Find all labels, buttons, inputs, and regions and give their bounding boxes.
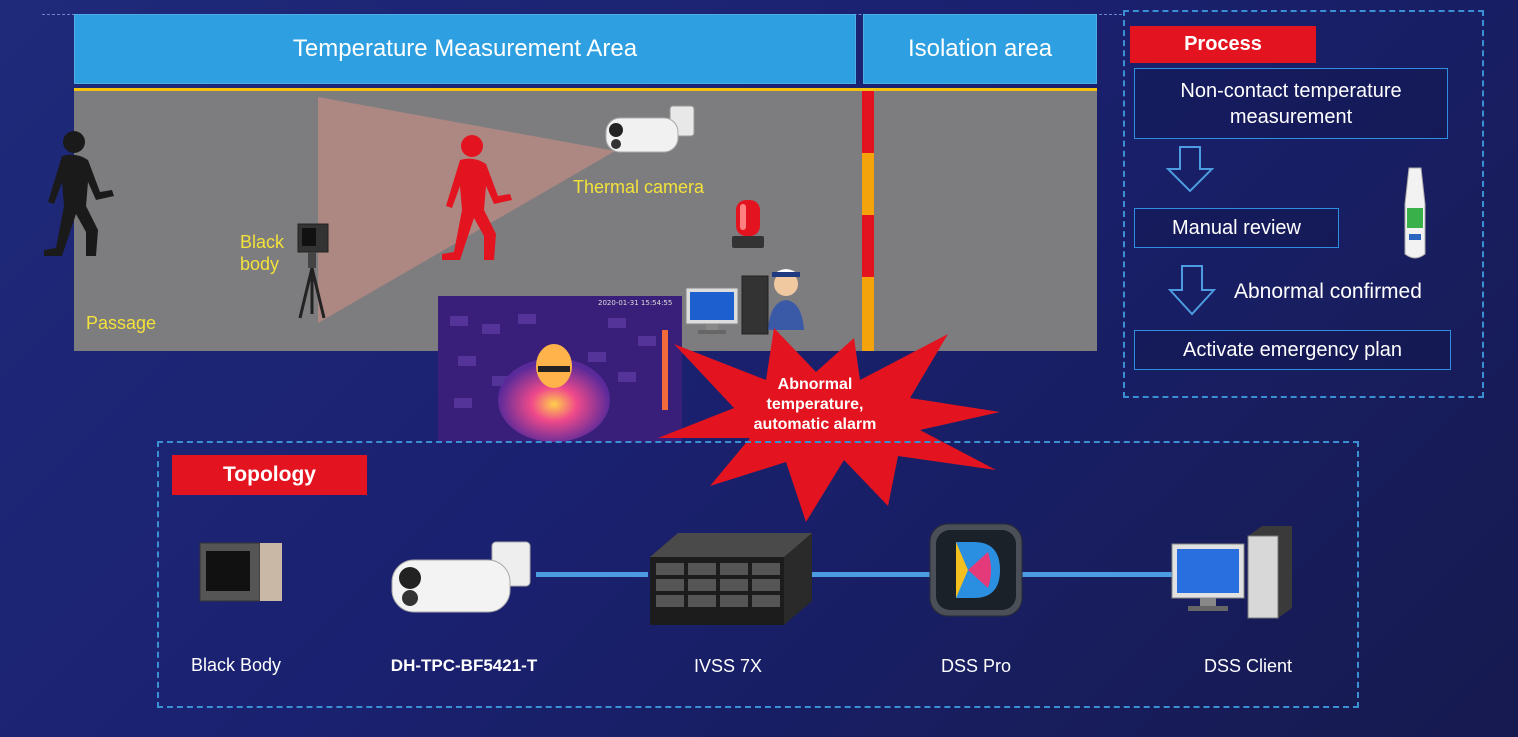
- temperature-area-header: Temperature Measurement Area: [74, 14, 856, 84]
- thermometer-icon: [1404, 167, 1426, 259]
- server-icon: [650, 533, 812, 625]
- computer-icon: [1171, 526, 1292, 619]
- topology-label-black-body: Black Body: [190, 655, 282, 675]
- walking-person-icon: [44, 131, 114, 256]
- black-body-device-icon: [297, 223, 329, 319]
- passage-label: Passage: [86, 313, 157, 333]
- alarm-text: Abnormal temperature, automatic alarm: [753, 376, 877, 433]
- thermal-image: 2020-01-31 15:54:55: [438, 296, 682, 442]
- thermal-timestamp: 2020-01-31 15:54:55: [598, 299, 672, 307]
- process-tag: Process: [1130, 26, 1316, 63]
- process-step-emergency-plan: Activate emergency plan: [1134, 330, 1451, 370]
- alarm-light-icon: [732, 200, 764, 248]
- dss-pro-app-icon: [929, 523, 1023, 617]
- process-panel: [1123, 10, 1484, 398]
- black-body-icon: [199, 542, 282, 602]
- alarm-starburst: [658, 328, 1000, 522]
- topology-tag: Topology: [172, 455, 367, 495]
- process-step-manual-review: Manual review: [1134, 208, 1339, 248]
- process-step-measurement: Non-contact temperature measurement: [1134, 68, 1448, 139]
- link-camera-ivss: [536, 572, 648, 577]
- down-arrow-icon: [1168, 265, 1216, 316]
- isolation-area-header: Isolation area: [863, 14, 1097, 84]
- fever-person-icon: [442, 135, 512, 260]
- topology-label-dss-pro: DSS Pro: [940, 656, 1012, 676]
- link-dss-client: [1020, 572, 1176, 577]
- thermal-camera-label: Thermal camera: [573, 177, 705, 197]
- link-ivss-dss: [812, 572, 932, 577]
- down-arrow-icon: [1166, 146, 1214, 193]
- thermal-camera-icon: [391, 541, 531, 613]
- topology-label-thermal-camera: DH-TPC-BF5421-T: [390, 656, 538, 675]
- topology-panel: [157, 441, 1359, 708]
- process-step-abnormal-confirmed: Abnormal confirmed: [1234, 280, 1422, 303]
- thermal-camera-icon: [605, 105, 695, 153]
- topology-label-dss-client: DSS Client: [1203, 656, 1293, 676]
- isolation-barrier: [862, 91, 874, 351]
- scene-top-edge: [74, 88, 1097, 91]
- black-body-label: Black body: [240, 232, 285, 274]
- monitoring-station-icon: [685, 269, 804, 335]
- topology-label-ivss: IVSS 7X: [693, 656, 763, 676]
